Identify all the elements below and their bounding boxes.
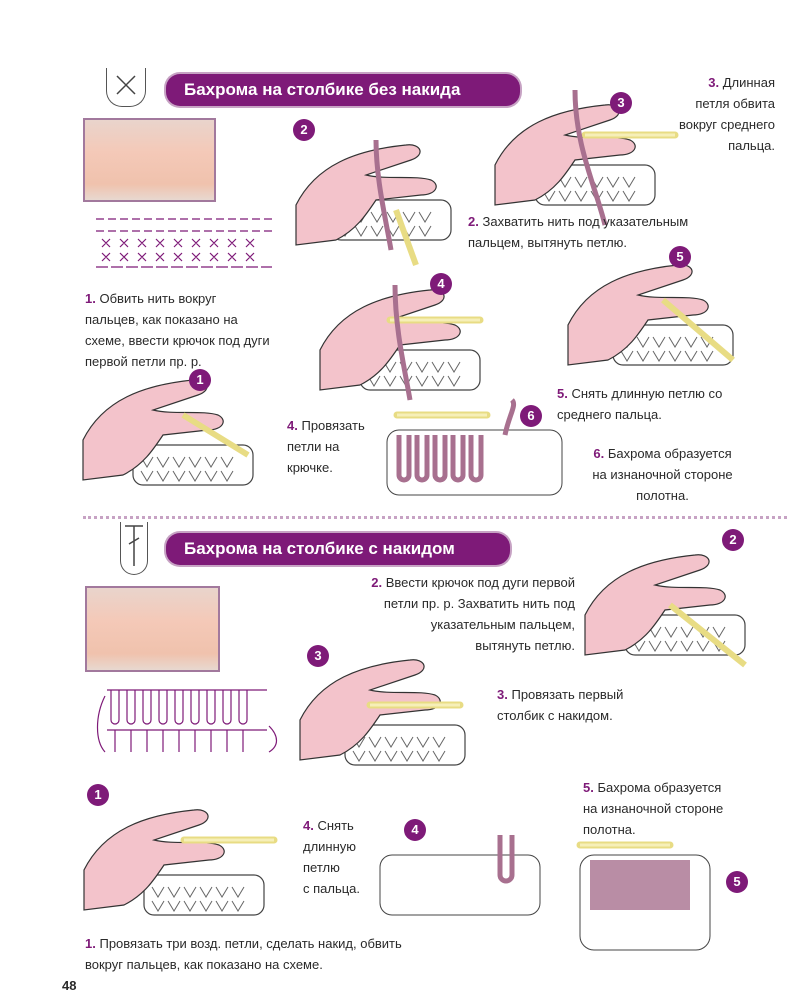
stitch-symbol-dc [120,522,148,575]
illustration-step-2 [295,139,452,267]
step-badge-6: 6 [520,405,542,427]
section-divider [83,516,787,519]
illustration-step-4 [319,284,485,401]
stitch-chart [96,689,278,753]
illustration-step-3 [494,89,655,226]
illustration-step-4 [379,835,541,916]
illustration-step-6 [386,398,563,496]
page-number: 48 [62,978,77,993]
stitch-symbol-sc [106,68,146,107]
illustration-step-1 [82,379,254,486]
illustration-step-1 [83,809,254,916]
step-badge-3: 3 [610,92,632,114]
step-badge-1: 1 [189,369,211,391]
illustration-step-2 [584,554,747,668]
dc-symbol-icon [125,525,143,566]
stitch-chart [96,218,272,268]
step-badge-5: 5 [726,871,748,893]
fringe-photo [83,118,216,202]
step-badge-5: 5 [669,246,691,268]
cross-symbol-icon [116,75,136,95]
illustration-step-5 [580,835,711,951]
step-badge-1: 1 [87,784,109,806]
step-badge-2: 2 [722,529,744,551]
step-badge-4: 4 [430,273,452,295]
fringe-photo [85,586,220,672]
section-title: Бахрома на столбике без накида [166,74,520,106]
step-badge-3: 3 [307,645,329,667]
step-1-text: 1. Провязать три возд. петли, сделать на… [85,936,402,972]
step-badge-4: 4 [404,819,426,841]
section-title: Бахрома на столбике с накидом [166,533,510,565]
step-badge-2: 2 [293,119,315,141]
illustration-step-5 [567,264,735,366]
